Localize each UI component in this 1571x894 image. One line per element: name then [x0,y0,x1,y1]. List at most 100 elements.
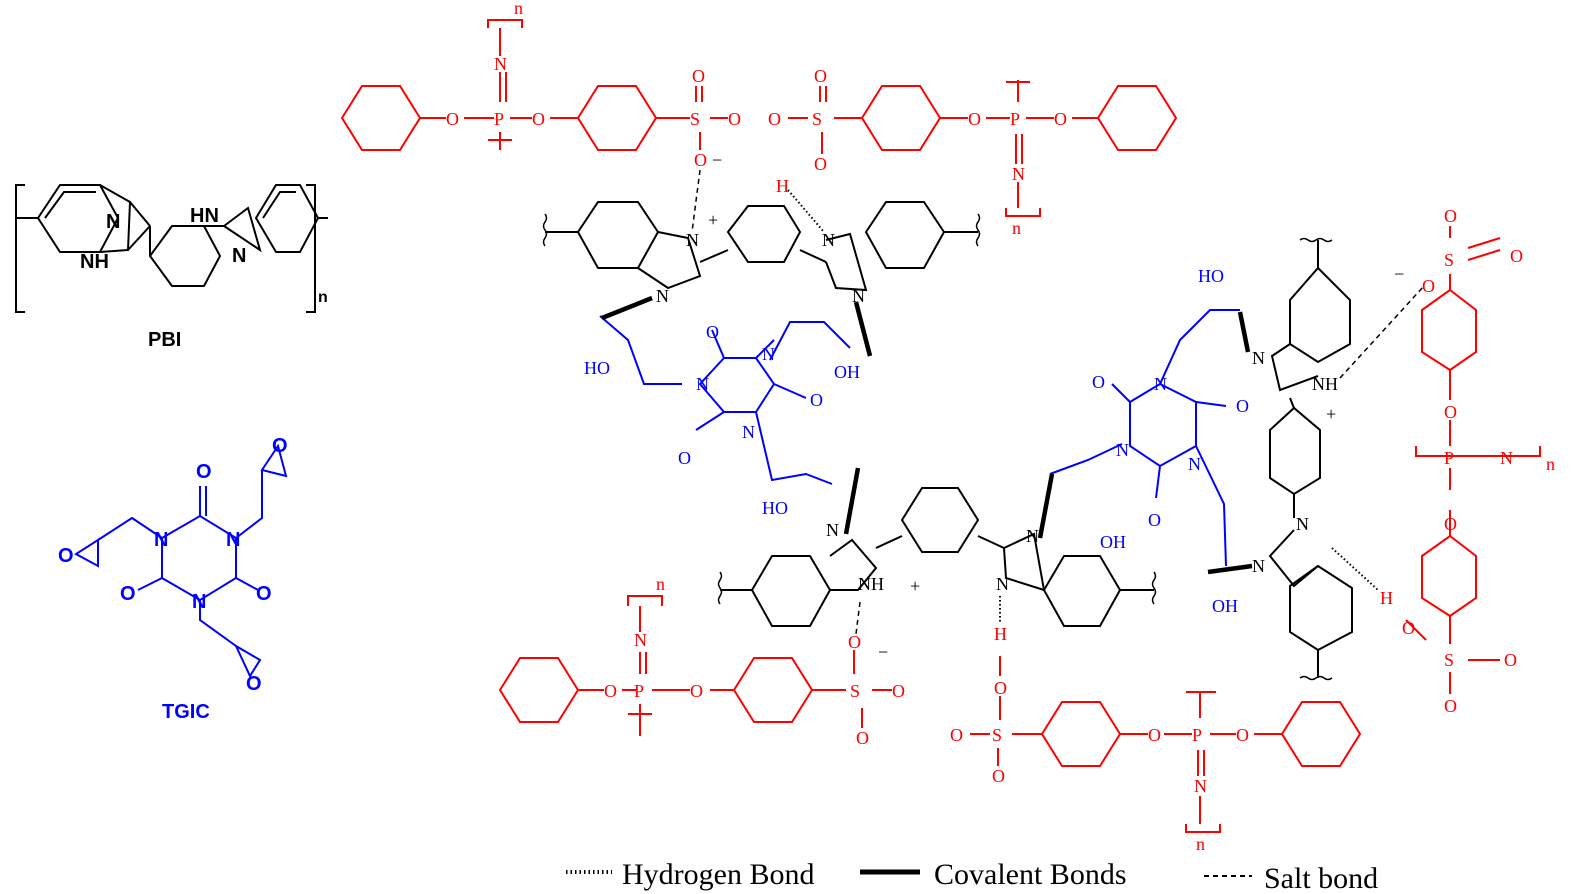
atom-o: O [992,766,1005,786]
atom-o: O [856,728,869,748]
pbi-n2-label: N [232,245,246,267]
legend-salt-label: Salt bond [1264,862,1378,894]
atom-n: N [656,286,669,306]
atom-n: N [696,374,709,394]
atom-o: O [994,678,1007,698]
pbi-caption: PBI [148,329,181,351]
network-right-labels: N NH + N N [1252,348,1338,576]
atom-s: S [812,109,822,129]
atom-o: O [814,66,827,86]
atom-o: O [728,109,741,129]
tgic-o3: O [256,583,272,605]
atom-h: H [994,624,1007,644]
network-right-pbi [1268,240,1353,678]
pbi-nh-label: NH [80,251,109,273]
atom-n: N [826,520,839,540]
tgic-o2: O [120,583,136,605]
pbi-repeat-n: n [318,289,328,306]
salt-bonds [691,169,1425,635]
atom-o: O [1444,696,1457,716]
atom-nh: NH [858,574,884,594]
sppz-top-left-labels: O P O N n S O O O − [446,0,741,170]
atom-o: O [690,681,703,701]
atom-o: O [694,150,707,170]
hydroxyl: OH [834,362,860,382]
legend-covalent-label: Covalent Bonds [934,858,1127,891]
atom-p: P [1444,448,1454,468]
atom-o: O [1236,725,1249,745]
atom-p: P [1192,725,1202,745]
atom-h: H [776,176,789,196]
atom-s: S [1444,650,1454,670]
atom-s: S [690,109,700,129]
network-lower-pbi [720,487,1154,627]
atom-n: N [1116,440,1129,460]
pbi-atom-labels: N NH HN N n PBI [80,205,328,351]
tgic-n1: N [154,529,168,551]
atom-n: N [1252,556,1265,576]
atom-s: S [850,681,860,701]
pbi-structure [15,184,328,313]
sppz-right-labels: O S O O − O P N n O S O O H O [1380,206,1555,716]
atom-n: N [822,230,835,250]
network-blue-right-labels: HO O N O N N O OH OH [1092,266,1249,616]
sppz-top-right-labels: O S O O H O P O N n [768,66,1067,238]
tgic-structure [74,443,288,679]
atom-o: O [892,681,905,701]
atom-o: O [950,725,963,745]
tgic-atom-labels: O N N N O O O O O TGIC [58,435,288,723]
charge-minus: − [1394,264,1404,284]
atom-o: O [814,154,827,174]
tgic-epoxide-o3: O [246,673,262,695]
atom-o: O [1444,514,1457,534]
atom-n: N [1154,374,1167,394]
hydroxyl: HO [584,358,610,378]
atom-p: P [1010,109,1020,129]
atom-n: N [996,574,1009,594]
charge-minus: − [878,642,888,662]
atom-o: O [678,448,691,468]
atom-n: N [1012,164,1025,184]
atom-n: N [1188,454,1201,474]
hydroxyl: HO [762,498,788,518]
atom-n: N [852,286,865,306]
atom-o: O [768,109,781,129]
atom-n: N [1296,514,1309,534]
legend: Hydrogen Bond Covalent Bonds Salt bond [566,858,1378,894]
hydroxyl: OH [1100,532,1126,552]
atom-o: O [1148,725,1161,745]
hydrogen-bonds [787,189,1379,624]
legend-hydrogen-label: Hydrogen Bond [622,858,814,891]
atom-o: O [810,390,823,410]
network-upper-pbi [545,201,978,292]
repeat-n: n [1546,454,1555,474]
tgic-n3: N [192,591,206,613]
atom-n: N [1252,348,1265,368]
atom-s: S [992,725,1002,745]
atom-n: N [686,230,699,250]
charge-plus: + [1326,404,1336,424]
atom-p: P [634,681,644,701]
tgic-o1: O [196,461,212,483]
atom-p: P [494,109,504,129]
repeat-n: n [656,574,665,594]
atom-o: O [604,681,617,701]
atom-o: O [1054,109,1067,129]
network-blue-upper [599,315,851,485]
atom-n: N [762,344,775,364]
atom-o: O [1402,618,1415,638]
atom-o: O [848,632,861,652]
chain-terminations [542,213,1333,681]
atom-o: O [968,109,981,129]
hydroxyl: OH [1212,596,1238,616]
network-lower-labels: N NH + N N [826,520,1039,596]
charge-plus: + [910,576,920,596]
repeat-n: n [514,0,523,18]
atom-n: N [1500,448,1513,468]
network-blue-right [1049,309,1240,567]
atom-n: N [634,630,647,650]
atom-n: N [1026,526,1039,546]
atom-s: S [1444,250,1454,270]
sppz-right [1405,226,1541,694]
charge-plus: + [708,210,718,230]
